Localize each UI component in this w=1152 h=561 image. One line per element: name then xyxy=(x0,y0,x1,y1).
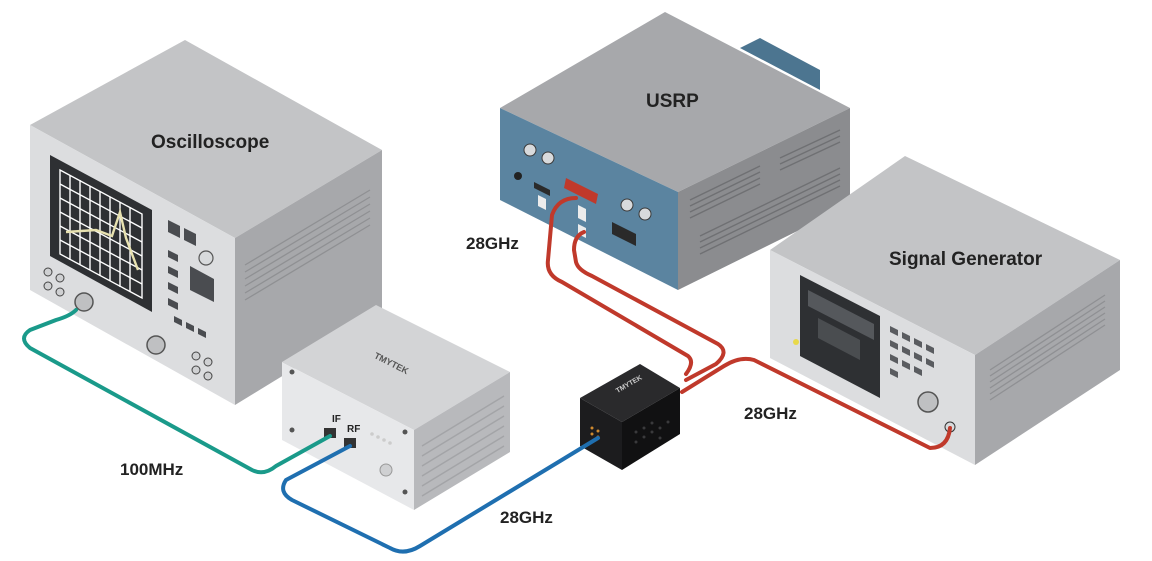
usrp-label: USRP xyxy=(646,91,699,112)
converter-rf-port-label: RF xyxy=(347,424,360,435)
scope-cable-freq-label: 100MHz xyxy=(120,460,184,479)
usrp-cable-b xyxy=(572,230,726,382)
usrp-device xyxy=(500,12,850,290)
converter-to-mmwave-cable xyxy=(281,436,600,554)
oscilloscope-device xyxy=(30,40,382,405)
converter-box: TMYTEK IF RF xyxy=(282,305,510,510)
usrp-cable-freq-label: 28GHz xyxy=(466,234,519,253)
converter-cable-freq-label: 28GHz xyxy=(500,508,553,527)
siggen-cable xyxy=(680,356,952,450)
scope-cable xyxy=(22,308,332,475)
signal-generator-label: Signal Generator xyxy=(889,249,1043,270)
signal-generator-device xyxy=(770,156,1120,465)
converter-if-port-label: IF xyxy=(332,414,341,425)
oscilloscope-label: Oscilloscope xyxy=(151,132,270,153)
siggen-cable-freq-label: 28GHz xyxy=(744,404,797,423)
mmwave-box: TMYTEK xyxy=(580,364,680,470)
usrp-cable-a xyxy=(545,196,693,376)
